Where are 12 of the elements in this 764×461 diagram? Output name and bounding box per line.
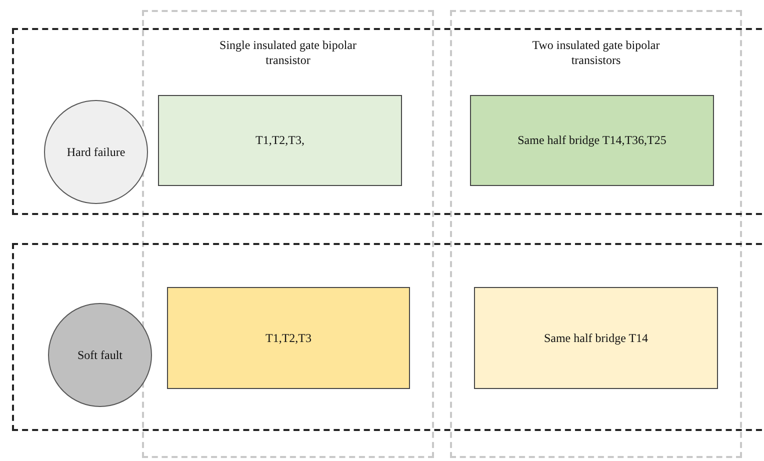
- transistor-box: [470, 95, 714, 186]
- column-heading: Single insulated gate bipolar transistor: [218, 38, 358, 68]
- transistor-box: [474, 287, 718, 389]
- column-heading: Two insulated gate bipolar transistors: [531, 38, 661, 68]
- transistor-list: T1,T2,T3,: [256, 133, 304, 148]
- transistor-box: [167, 287, 410, 389]
- category-label: Hard failure: [66, 144, 126, 160]
- transistor-list: Same half bridge T14: [544, 330, 648, 346]
- transistor-list: T1,T2,T3: [266, 330, 312, 346]
- category-label: Soft fault: [78, 348, 122, 362]
- transistor-list: Same half bridge T14,T36,T25: [518, 133, 666, 148]
- transistor-box: [158, 95, 402, 186]
